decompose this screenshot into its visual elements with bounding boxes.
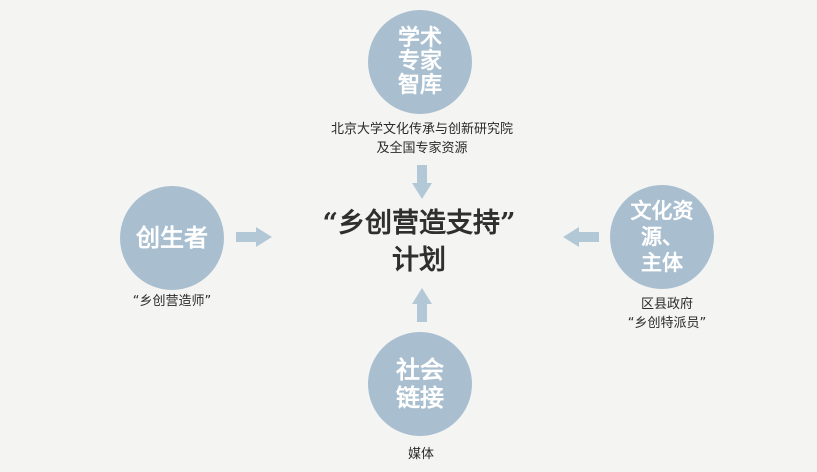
node-label-academic: 学术专家智库 [397,25,442,98]
center-title-line2: 计划 [392,245,446,276]
caption-creator-line1: “乡创营造师” [132,294,212,309]
node-creator: 创生者 [120,186,224,290]
arrow-up-icon [412,288,432,322]
center-title-line1: “乡创营造支持” [322,208,516,239]
caption-social: 媒体 [376,445,466,464]
caption-academic: 北京大学文化传承与创新研究院 及全国专家资源 [288,120,556,158]
node-label-creator: 创生者 [136,223,208,253]
caption-creator: “乡创营造师” [97,292,247,311]
node-label-cultural-line2: 主体 [641,250,683,276]
arrow-down-icon [412,165,432,199]
arrow-right-icon [236,227,272,247]
node-social-links: 社会链接 [368,332,472,436]
caption-cultural-line2: “乡创特派员” [627,316,707,331]
caption-academic-line1: 北京大学文化传承与创新研究院 [330,122,513,137]
caption-cultural-line1: 区县政府 [640,297,693,312]
caption-cultural: 区县政府 “乡创特派员” [592,295,742,333]
center-title: “乡创营造支持” 计划 [292,205,546,279]
node-label-cultural: 文化资源、 主体 [610,198,714,277]
node-academic-expert-think-tank: 学术专家智库 [368,10,472,114]
node-cultural-resources: 文化资源、 主体 [610,185,714,289]
arrow-left-icon [563,227,599,247]
node-label-cultural-line1: 文化资源、 [630,197,694,249]
caption-social-line1: 媒体 [407,447,434,462]
caption-academic-line2: 及全国专家资源 [376,141,468,156]
node-label-social: 社会链接 [396,355,444,412]
